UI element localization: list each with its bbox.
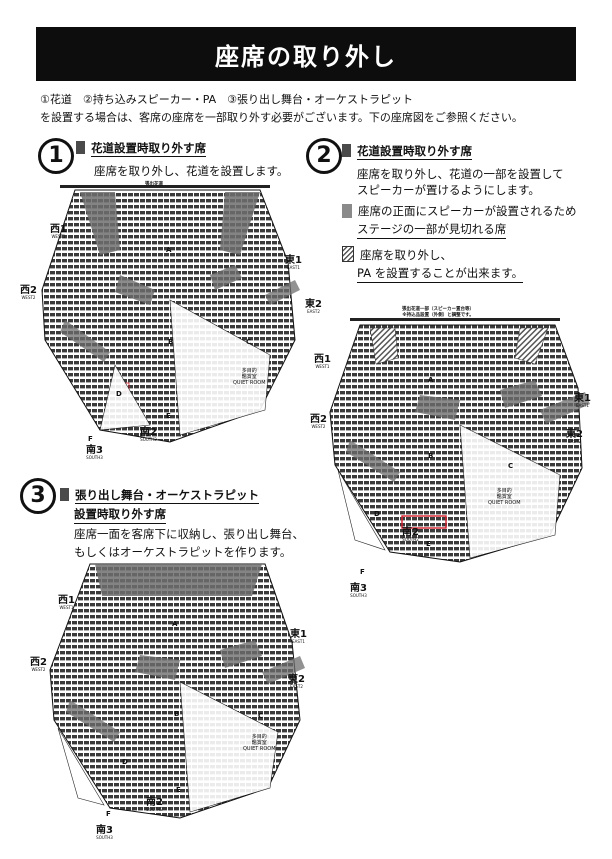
intro-line-1: ①花道 ②持ち込みスピーカー・PA ③張り出し舞台・オーケストラピット (40, 93, 414, 106)
legend-stripe-text-1: 座席を取り外し、 (360, 248, 452, 262)
plan-3-block-f: F (106, 810, 111, 818)
legend-grey-text-1: 座席の正面にスピーカーが設置されるため (358, 204, 577, 218)
plan-1-block-a: A (166, 246, 172, 254)
square-marker-icon (76, 141, 85, 154)
section-3-subheading: 設置時取り外す席 (74, 506, 166, 524)
plan-2-block-f: F (360, 568, 365, 576)
section-2-heading: 花道設置時取り外す席 (342, 143, 472, 160)
seating-plan-1-drawing (41, 185, 300, 443)
section-1-heading-text: 花道設置時取り外す席 (91, 141, 206, 157)
page-title: 座席の取り外し (215, 42, 397, 71)
seating-plan-2-drawing (329, 318, 590, 563)
section-2-text-1: 座席を取り外し、花道の一部を設置して (357, 167, 564, 181)
section-1-heading: 花道設置時取り外す席 (76, 140, 206, 157)
section-2-number: 2 (306, 138, 342, 174)
intro-line-2: を設置する場合は、客席の座席を一部取り外す必要がございます。下の座席図をご参照く… (40, 111, 523, 124)
legend-stripe-text-2: PA を設置することが出来ます。 (357, 265, 524, 283)
section-3-text-1: 座席一面を客席下に収納し、張り出し舞台、 (74, 527, 304, 541)
grey-swatch-icon (342, 204, 352, 218)
seating-plan-3-drawing (49, 563, 305, 819)
section-2-heading-text: 花道設置時取り外す席 (357, 144, 472, 160)
section-3-text-2: もしくはオーケストラピットを作ります。 (74, 545, 292, 559)
plan-3-block-e: E (176, 786, 181, 794)
plan-1-block-c: C (246, 338, 252, 346)
plan-1-block-d: D (116, 390, 122, 398)
section-3-heading-text: 張り出し舞台・オーケストラピット (75, 488, 259, 504)
plan-1-block-f: F (88, 435, 93, 443)
plan-2-block-a: A (428, 376, 434, 384)
legend-stripe: 座席を取り外し、 (342, 246, 452, 263)
plan-1-block-b: B (168, 338, 174, 346)
plan-3-block-d: D (122, 758, 128, 766)
square-marker-icon (60, 488, 69, 501)
plan-2-block-d: D (374, 510, 380, 518)
section-3-number: 3 (20, 478, 56, 514)
plan-3-block-c: C (258, 712, 264, 720)
section-3-heading: 張り出し舞台・オーケストラピット (60, 487, 259, 504)
plan-1-block-e: E (166, 412, 171, 420)
plan-2-block-c: C (508, 462, 514, 470)
striped-swatch-icon (342, 246, 354, 262)
plan-3-block-a: A (172, 620, 178, 628)
page-title-banner: 座席の取り外し (36, 27, 576, 81)
section-1-text: 座席を取り外し、花道を設置します。 (94, 164, 289, 178)
plan-2-block-b: B (428, 452, 434, 460)
legend-grey: 座席の正面にスピーカーが設置されるため (342, 203, 577, 219)
section-2-text-2: スピーカーが置けるようにします。 (357, 183, 540, 197)
plan-1-stage-caption: 張出花道 (145, 182, 163, 187)
section-1-number: 1 (38, 138, 74, 174)
plan-2-block-e: E (426, 540, 431, 548)
square-marker-icon (342, 144, 351, 157)
plan-2-stage-caption: 張出花道一部（スピーカー置台等）※持込品設置（外側）と調整です。 (402, 307, 474, 318)
plan-3-block-b: B (174, 710, 180, 718)
legend-grey-text-2: ステージの一部が見切れる席 (357, 221, 507, 239)
